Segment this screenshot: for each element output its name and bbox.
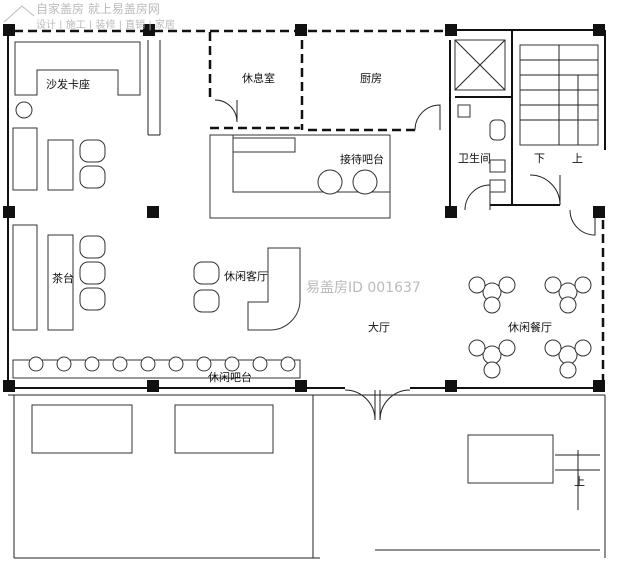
watermark-line1: 自家盖房 就上易盖房网 (36, 1, 160, 16)
label-restroom: 卫生间 (458, 151, 491, 165)
furniture (12, 39, 592, 484)
label-stair-up: 上 (572, 152, 583, 165)
label-stair-up-lower: 上 (574, 475, 585, 488)
room-labels: 沙发卡座 休息室 厨房 接待吧台 卫生间 下 上 茶台 休闲客厅 大厅 休闲餐厅… (46, 71, 585, 488)
stairs (519, 44, 600, 510)
house-logo-icon (3, 5, 35, 23)
label-hall: 大厅 (368, 320, 390, 334)
label-reception-bar: 接待吧台 (340, 152, 384, 166)
label-lounge: 休息室 (242, 71, 275, 85)
label-kitchen: 厨房 (360, 72, 382, 85)
watermark: 自家盖房 就上易盖房网 设计 | 施工 | 装修 | 直销 | 家居 易盖房ID… (3, 1, 421, 296)
label-leisure-bar: 休闲吧台 (208, 370, 252, 384)
dining-table-set (468, 276, 592, 379)
label-tea-table: 茶台 (52, 271, 74, 285)
watermark-line2: 设计 | 施工 | 装修 | 直销 | 家居 (36, 18, 175, 31)
watermark-id: 易盖房ID 001637 (306, 280, 421, 296)
label-sofa-booth: 沙发卡座 (46, 77, 90, 91)
label-stair-down: 下 (534, 152, 545, 165)
walls (7, 29, 606, 559)
label-leisure-dining: 休闲餐厅 (508, 320, 552, 334)
label-leisure-living: 休闲客厅 (224, 269, 268, 283)
